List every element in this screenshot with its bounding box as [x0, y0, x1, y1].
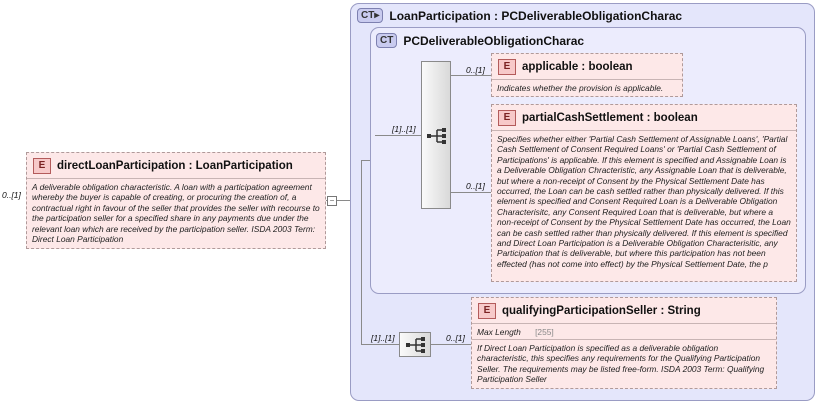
root-element-box[interactable]: E directLoanParticipation : LoanParticip… — [26, 152, 326, 249]
sequence-compositor-icon — [406, 337, 425, 353]
facet-label: Max Length — [477, 327, 521, 337]
element-badge-icon: E — [478, 303, 496, 319]
seller-facet: Max Length [255] — [472, 323, 776, 339]
applicable-connector — [451, 75, 491, 76]
seller-sequence-cardinality: [1]..[1] — [371, 333, 395, 343]
applicable-title: applicable : boolean — [522, 61, 633, 73]
partial-element-box[interactable]: E partialCashSettlement : boolean Specif… — [491, 104, 797, 282]
partial-cardinality: 0..[1] — [466, 181, 485, 191]
complex-type-extension-icon: CT▸ — [357, 8, 384, 23]
root-cardinality: 0..[1] — [2, 190, 21, 200]
complex-type-icon: CT — [376, 33, 398, 48]
seller-header: E qualifyingParticipationSeller : String — [472, 298, 776, 323]
inner-type-title: PCDeliverableObligationCharac — [403, 33, 585, 48]
outer-type-header: CT▸ LoanParticipation : PCDeliverableObl… — [357, 8, 682, 23]
applicable-description: Indicates whether the provision is appli… — [492, 79, 682, 96]
partial-title: partialCashSettlement : boolean — [522, 112, 698, 124]
partial-header: E partialCashSettlement : boolean — [492, 105, 796, 130]
root-element-title: directLoanParticipation : LoanParticipat… — [57, 160, 293, 172]
seller-sequence-compositor[interactable] — [399, 332, 431, 357]
seller-title: qualifyingParticipationSeller : String — [502, 305, 701, 317]
sequence-compositor[interactable] — [421, 61, 451, 209]
applicable-element-box[interactable]: E applicable : boolean Indicates whether… — [491, 53, 683, 97]
applicable-header: E applicable : boolean — [492, 54, 682, 79]
element-badge-icon: E — [498, 110, 516, 126]
seller-cardinality: 0..[1] — [446, 333, 465, 343]
collapse-toggle-icon[interactable]: − — [327, 196, 337, 206]
element-badge-icon: E — [33, 158, 51, 174]
facet-value: [255] — [535, 327, 554, 337]
branch-line-bottom — [361, 344, 399, 345]
partial-connector — [451, 192, 491, 193]
seller-description: If Direct Loan Participation is specifie… — [472, 339, 776, 388]
connector-line — [326, 200, 350, 201]
partial-description: Specifies whether either 'Partial Cash S… — [492, 130, 796, 279]
element-badge-icon: E — [498, 59, 516, 75]
seller-element-box[interactable]: E qualifyingParticipationSeller : String… — [471, 297, 777, 389]
branch-line — [361, 160, 362, 345]
inner-type-header: CT PCDeliverableObligationCharac — [376, 33, 584, 48]
applicable-cardinality: 0..[1] — [466, 65, 485, 75]
outer-type-title: LoanParticipation : PCDeliverableObligat… — [389, 8, 683, 23]
root-element-header: E directLoanParticipation : LoanParticip… — [27, 153, 325, 178]
seller-connector — [431, 344, 471, 345]
sequence-connector — [375, 135, 421, 136]
branch-line-top — [361, 160, 370, 161]
root-element-description: A deliverable obligation characteristic.… — [27, 178, 325, 245]
sequence-compositor-icon — [427, 128, 446, 144]
inner-sequence-cardinality: [1]..[1] — [392, 124, 416, 134]
